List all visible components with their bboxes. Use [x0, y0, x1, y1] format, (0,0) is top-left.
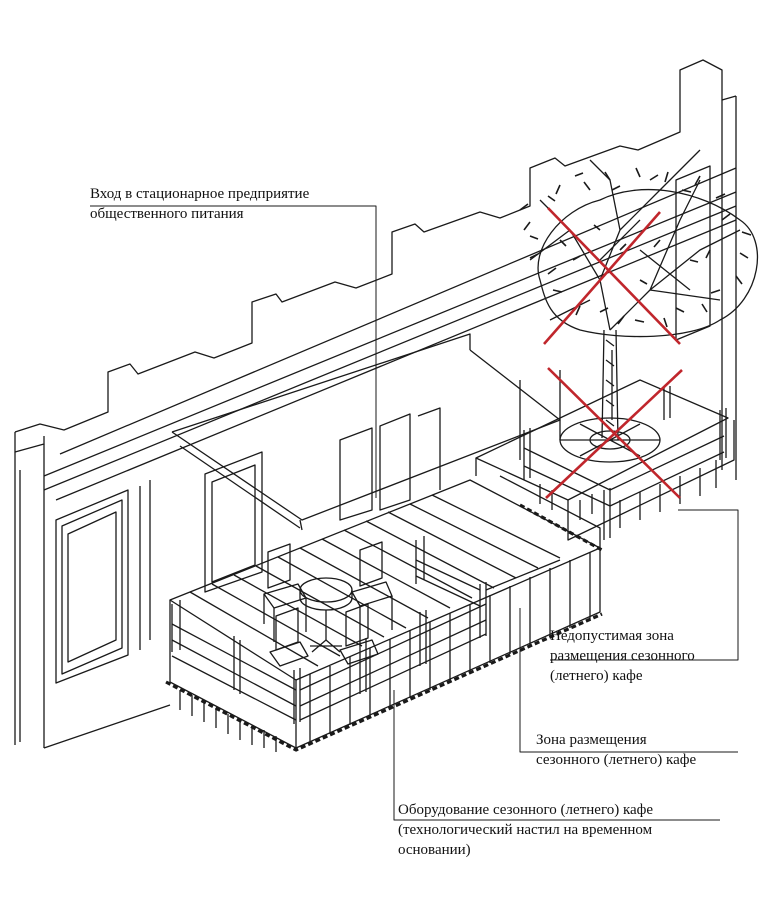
label-forbidden-zone-line1: Недопустимая зона [550, 628, 674, 644]
label-equipment-line3: основании) [398, 842, 471, 858]
leader-equipment [393, 690, 720, 821]
label-forbidden-zone-line2: размещения сезонного [550, 648, 695, 664]
forbidden-cross-marks [543, 207, 683, 499]
leader-lines [90, 205, 739, 821]
label-placement-zone-line1: Зона размещения [536, 732, 647, 748]
label-placement-zone: Зона размещения сезонного (летнего) кафе [536, 730, 696, 770]
tree-foliage [519, 167, 752, 328]
label-entrance-line2: общественного питания [90, 206, 244, 222]
label-forbidden-zone: Недопустимая зона размещения сезонного (… [550, 626, 695, 686]
cafe-furniture [263, 541, 393, 667]
label-placement-zone-line2: сезонного (летнего) кафе [536, 752, 697, 768]
label-entrance: Вход в стационарное предприятие обществе… [90, 184, 309, 224]
label-equipment-line2: (технологический настил на временном [398, 822, 653, 838]
awning [171, 333, 561, 531]
tree [529, 149, 759, 441]
leader-placement-zone [519, 608, 738, 753]
zone-borders [165, 503, 603, 752]
label-equipment: Оборудование сезонного (летнего) кафе (т… [398, 800, 653, 860]
label-entrance-line1: Вход в стационарное предприятие [90, 186, 310, 202]
label-forbidden-zone-line3: (летнего) кафе [550, 668, 643, 684]
building-facade [14, 59, 737, 749]
tree-platform [475, 379, 735, 548]
label-equipment-line1: Оборудование сезонного (летнего) кафе [398, 802, 654, 818]
leader-forbidden-zone [550, 509, 739, 661]
leader-entrance [90, 205, 377, 498]
